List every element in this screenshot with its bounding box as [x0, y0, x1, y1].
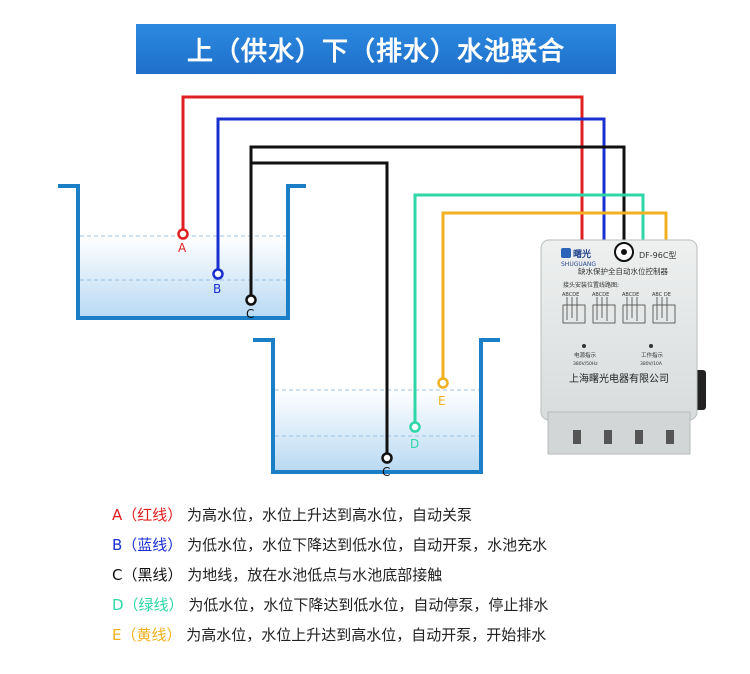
legend-row-c: C（黑线） 为地线，放在水池低点与水池底部接触 — [112, 560, 732, 590]
probe-b — [212, 268, 224, 280]
probe-c-lower-label: C — [382, 465, 390, 479]
probe-c-lower — [381, 452, 393, 464]
terminal-group-4: ABC DE — [652, 292, 671, 298]
controller-brand-cn: 曙光 — [573, 248, 591, 260]
legend-text-a: 为高水位，水位上升达到高水位，自动关泵 — [187, 506, 473, 524]
legend-row-e: E（黄线） 为高水位，水位上升达到高水位，自动开泵，开始排水 — [112, 620, 732, 650]
legend-text-b: 为低水位，水位下降达到低水位，自动开泵，水池充水 — [187, 536, 548, 554]
work-indicator-led — [649, 344, 653, 348]
controller-manufacturer: 上海曙光电器有限公司 — [569, 372, 669, 385]
terminal-group-2: ABCDE — [592, 292, 609, 298]
wire-e — [441, 211, 668, 383]
legend-key-d: D（绿线） — [112, 596, 184, 614]
legend-text-c: 为地线，放在水池低点与水池底部接触 — [187, 566, 443, 584]
legend-row-a: A（红线） 为高水位，水位上升达到高水位，自动关泵 — [112, 500, 732, 530]
lower-tank — [253, 338, 500, 474]
legend-text-d: 为低水位，水位下降达到低水位，自动停泵，停止排水 — [188, 596, 549, 614]
probe-a — [177, 228, 189, 240]
power-indicator-sub: 380V/50Hz — [573, 361, 598, 367]
probe-d-label: D — [410, 437, 419, 451]
probe-e — [437, 377, 449, 389]
work-indicator-sub: 380V/10A — [640, 361, 663, 367]
wire-b — [216, 117, 606, 274]
wire-d — [413, 193, 645, 427]
legend-key-a: A（红线） — [112, 506, 183, 524]
legend-row-d: D（绿线） 为低水位，水位下降达到低水位，自动停泵，停止排水 — [112, 590, 732, 620]
controller-mini-diagrams — [562, 297, 676, 324]
legend-key-c: C（黑线） — [112, 566, 183, 584]
probe-d — [409, 421, 421, 433]
controller-note: 接头安装位置线路图: — [563, 281, 619, 289]
legend-key-e: E（黄线） — [112, 626, 182, 644]
diagram-title: 上（供水）下（排水）水池联合 — [136, 24, 616, 74]
legend-row-b: B（蓝线） 为低水位，水位下降达到低水位，自动开泵，水池充水 — [112, 530, 732, 560]
power-indicator-label: 电源指示 — [574, 351, 597, 359]
wire-a — [181, 95, 584, 242]
probe-c-upper-label: C — [246, 307, 254, 321]
work-indicator-label: 工作指示 — [641, 351, 664, 359]
probe-c-upper — [245, 294, 257, 306]
controller-brand: SHUGUANG — [561, 261, 596, 268]
wire-legend: A（红线） 为高水位，水位上升达到高水位，自动关泵 B（蓝线） 为低水位，水位下… — [112, 500, 732, 650]
terminal-group-3: ABCDE — [622, 292, 639, 298]
legend-key-b: B（蓝线） — [112, 536, 183, 554]
power-indicator-led — [582, 344, 586, 348]
probe-a-label: A — [178, 241, 187, 255]
probe-e-label: E — [438, 394, 446, 408]
probe-b-label: B — [213, 282, 221, 296]
controller-model: DF-96C型 — [639, 251, 676, 260]
wiring-diagram: A B C E D C 曙光 SHUGUANG DF-96C型 缺水保护全自动水… — [58, 95, 706, 479]
controller-device — [540, 239, 706, 455]
terminal-group-1: ABCDE — [562, 292, 579, 298]
legend-text-e: 为高水位，水位上升达到高水位，自动开泵，开始排水 — [186, 626, 547, 644]
controller-subtitle: 缺水保护全自动水位控制器 — [578, 266, 668, 276]
